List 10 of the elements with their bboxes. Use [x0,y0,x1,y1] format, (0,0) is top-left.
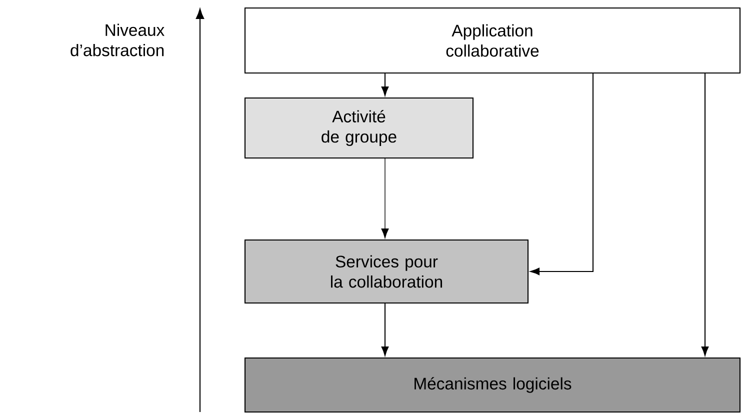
box: Activité de groupe [244,97,474,159]
box: Application collaborative [244,7,741,74]
arrow [381,158,389,238]
arrow [381,304,389,356]
arrow [381,74,389,96]
box: Services pour la collaboration [244,239,529,304]
axis-label: Niveaux d’abstraction [70,24,164,56]
arrow [530,74,594,276]
box: Mécanismes logiciels [244,357,741,413]
arrow [701,74,709,356]
